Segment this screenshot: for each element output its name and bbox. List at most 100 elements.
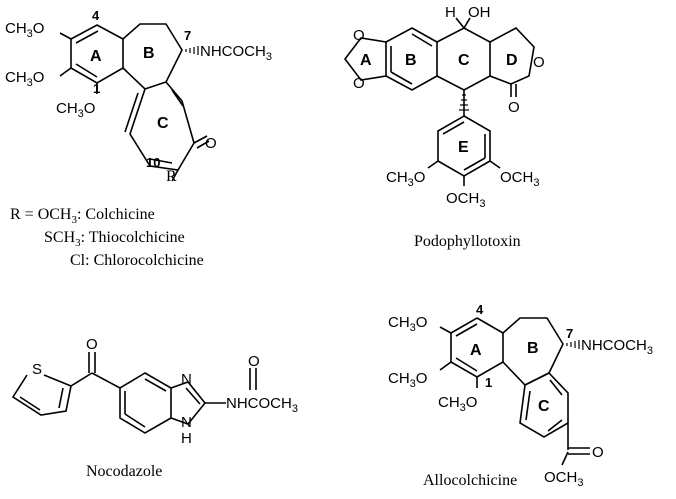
legend-subscript: 3 [71,214,77,226]
allocolchicine-ester-oxygen: O [592,444,604,461]
allocolchicine-caption: Allocolchicine [423,472,517,489]
podophyllotoxin-carbonyl-oxygen: O [508,99,520,116]
podophyllotoxin-oh-bond [463,17,471,29]
methoxy-text: O [33,69,45,86]
podophyllotoxin-ring-e-double-bond [442,121,465,135]
colchicine-ring-c-double-bond [149,158,173,164]
methoxy-text: O [414,169,426,186]
methoxy-text: O [466,394,478,411]
colchicine-r-label: R [166,168,177,185]
carbamate-subscript: 3 [292,403,298,415]
legend-text: Cl: Chlorocolchicine [70,252,204,269]
methoxy-text: CH [388,314,410,331]
methoxy-text: O [416,370,428,387]
allocolchicine-methoxy-bond [439,361,452,371]
podophyllotoxin-ring-oxygen: O [353,27,365,44]
podophyllotoxin-methoxy-bond [427,160,439,169]
podophyllotoxin-ring-e-double-bond [463,157,486,171]
podophyllotoxin-h-label: H [445,4,456,21]
colchicine-methoxy-bond [59,32,72,40]
podophyllotoxin-ring-label: C [458,52,470,69]
colchicine-ring-label: C [157,115,169,132]
colchicine-ring-label: A [90,48,102,65]
allocolchicine-ring-c-double-bond [525,390,531,421]
colchicine-ring-c-double-bond [171,89,184,107]
podophyllotoxin-ring-c-bonds [436,27,491,91]
methoxy-text: CH [388,370,410,387]
podophyllotoxin-methoxy-bond [489,160,501,169]
colchicine-hashed-bond [185,46,199,55]
colchicine-ring-a-double-bond [75,30,99,44]
colchicine-methoxy-label: CH3O [5,20,44,40]
methoxy-subscript: 3 [27,77,33,89]
colchicine-carbonyl-bond [196,140,210,149]
methoxy-subscript: 3 [27,28,33,40]
methoxy-text: CH [5,20,27,37]
podophyllotoxin-methoxy-label: OCH3 [500,169,539,189]
methoxy-text: CH [386,169,408,186]
legend-text: : Colchicine [77,206,155,223]
colchicine-methoxy-bond [59,67,72,77]
allocolchicine-methoxy-bond [439,326,452,334]
colchicine-ring-label: B [143,45,155,62]
podophyllotoxin-methoxy-label: OCH3 [446,190,485,210]
methoxy-subscript: 3 [533,177,539,189]
nocodazole-ketone-oxygen: O [86,336,98,353]
methoxy-text: CH [5,69,27,86]
allocolchicine-ester-bond [561,451,569,466]
legend-text: : Thiocolchicine [81,229,185,246]
allocolchicine-locant: 4 [476,302,484,317]
methoxy-text: OCH [500,169,533,186]
allocolchicine-ring-a-double-bond [455,323,478,337]
podophyllotoxin-ring-label: B [405,52,417,69]
carbamate-text: NHCOCH [226,395,292,412]
ester-subscript: 3 [577,477,583,489]
colchicine-methoxy-label: CH3O [5,69,44,89]
methoxy-text: OCH [446,190,479,207]
allocolchicine-structure: A B C 4 7 1 CH3O CH3O CH3O NHCOCH3 O OCH… [388,302,653,489]
allocolchicine-methoxy-label: CH3O [388,370,427,390]
podophyllotoxin-ring-d-bonds [489,27,535,85]
allocolchicine-methoxy-label: CH3O [438,394,477,414]
colchicine-ring-a-double-bond [75,63,98,78]
methoxy-text: O [84,100,96,117]
legend-text: SCH [44,229,76,246]
methoxy-text: CH [438,394,460,411]
podophyllotoxin-ring-label: E [458,139,469,156]
nocodazole-benzene-double-bond [144,378,167,392]
nocodazole-benzene-double-bond [124,413,146,428]
legend-line-thiocolchicine: SCH3: Thiocolchicine [44,229,185,249]
colchicine-locant: 7 [184,28,191,43]
nocodazole-thiophene-bonds [11,374,72,416]
colchicine-ring-c-double-bond [124,92,139,133]
allocolchicine-ring-label: B [527,340,539,357]
podophyllotoxin-oh-label: OH [468,4,491,21]
nocodazole-thiophene-double-bond [58,387,64,409]
podophyllotoxin-h-bond [455,17,465,29]
colchicine-locant: 1 [93,81,100,96]
methoxy-text: CH [56,100,78,117]
colchicine-r-bond [171,169,179,182]
podophyllotoxin-ring-label: D [506,52,518,69]
podophyllotoxin-caption: Podophyllotoxin [414,233,521,250]
podophyllotoxin-methoxy-label: CH3O [386,169,425,189]
allocolchicine-hashed-bond [566,340,580,349]
nocodazole-caption: Nocodazole [86,463,162,480]
colchicine-acetamide-label: NHCOCH3 [200,43,272,63]
podophyllotoxin-ring-a-bonds [343,37,387,81]
nocodazole-carbamate-label: NHCOCH3 [226,395,298,415]
colchicine-locant: 10 [146,155,160,170]
allocolchicine-ring-label: C [538,398,550,415]
allocolchicine-ring-c-bonds [519,372,569,438]
allocolchicine-locant: 7 [566,326,573,341]
colchicine-carbonyl-oxygen: O [205,135,217,152]
acetamide-subscript: 3 [647,345,653,357]
methoxy-subscript: 3 [78,108,84,120]
nocodazole-ketone-link [70,372,93,387]
nocodazole-imidazole-double-bond [185,387,201,405]
nocodazole-carbamate-oxygen: O [248,353,260,370]
podophyllotoxin-lactone-oxygen: O [533,54,545,71]
acetamide-subscript: 3 [266,51,272,63]
methoxy-subscript: 3 [479,198,485,210]
